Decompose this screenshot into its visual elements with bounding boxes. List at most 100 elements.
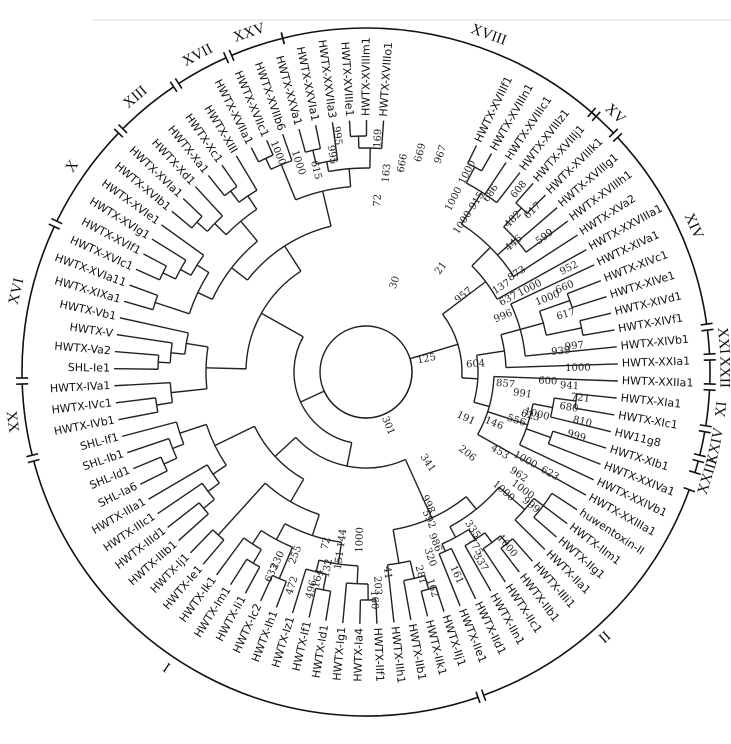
branch-line xyxy=(216,537,245,576)
branch-line xyxy=(465,496,477,510)
branch-line xyxy=(207,174,226,197)
branch-arc xyxy=(174,259,187,280)
branch-line xyxy=(322,574,327,590)
branch-line xyxy=(392,529,400,564)
branch-line xyxy=(275,523,286,540)
branch-line xyxy=(337,542,343,565)
branch-line xyxy=(493,375,618,382)
branch-line xyxy=(467,145,478,164)
bootstrap-value: 482 xyxy=(503,209,524,230)
branch-line xyxy=(265,158,272,170)
branch-line xyxy=(163,457,178,465)
clade-tick xyxy=(683,486,696,493)
branch-line xyxy=(520,322,544,331)
branch-line xyxy=(519,444,595,481)
branch-line xyxy=(473,401,490,408)
bootstrap-value: 1000 xyxy=(443,185,464,213)
bootstrap-values: 6086174825994469528736606379969572199760… xyxy=(263,126,593,610)
branch-line xyxy=(203,498,215,509)
branch-line xyxy=(582,329,615,336)
bootstrap-value: 857 xyxy=(495,378,515,391)
branch-line xyxy=(221,164,238,187)
bootstrap-value: 999 xyxy=(566,428,587,444)
clade-arc xyxy=(32,460,479,717)
branch-line xyxy=(298,128,307,153)
branch-line xyxy=(167,502,200,529)
branch-line xyxy=(312,150,317,165)
bootstrap-value: 72 xyxy=(320,536,334,551)
bootstrap-value: 21 xyxy=(433,260,449,277)
clade-tick xyxy=(700,322,713,326)
branch-line xyxy=(468,529,476,540)
branch-line xyxy=(409,343,459,360)
clade-tick xyxy=(26,452,39,458)
bootstrap-value: 952 xyxy=(558,259,580,277)
branch-line xyxy=(114,350,159,356)
branch-line xyxy=(140,470,168,485)
branch-line xyxy=(576,393,617,399)
clade-tick xyxy=(48,223,61,230)
branch-arc xyxy=(284,523,342,543)
branch-line xyxy=(172,443,184,450)
bootstrap-value: 669 xyxy=(413,142,428,163)
clade-tick xyxy=(693,452,706,458)
branch-arc xyxy=(205,346,209,389)
branch-line xyxy=(202,539,225,565)
branch-arc xyxy=(293,336,352,444)
bootstrap-value: 617 xyxy=(555,307,576,323)
leaf-label: HWTX-IIf1 xyxy=(371,627,386,682)
branch-line xyxy=(196,221,208,232)
branch-arc xyxy=(253,425,305,480)
branch-arc xyxy=(184,332,189,355)
branch-line xyxy=(180,268,192,276)
bootstrap-value: 810 xyxy=(572,414,593,429)
bootstrap-value: 600 xyxy=(538,376,558,388)
clade-tick xyxy=(688,470,701,476)
clade-label: XXI xyxy=(714,327,731,355)
branch-line xyxy=(235,155,258,191)
clade-arc xyxy=(21,226,55,379)
bootstrap-value: 191 xyxy=(455,409,477,427)
branch-line xyxy=(217,482,266,536)
branch-arc xyxy=(160,456,168,472)
branch-line xyxy=(567,279,602,295)
bootstrap-value: 30 xyxy=(388,275,402,291)
branch-line xyxy=(178,513,209,542)
branch-line xyxy=(261,312,304,338)
branch-line xyxy=(148,464,208,500)
branch-arc xyxy=(515,202,528,214)
bootstrap-value: 680 xyxy=(559,401,580,415)
branch-line xyxy=(143,253,167,267)
branch-line xyxy=(476,350,505,356)
branch-arc xyxy=(190,254,205,276)
clade-label: II xyxy=(596,628,614,647)
branch-line xyxy=(284,245,302,272)
leaf-label: HWTX-XIa1 xyxy=(620,391,682,410)
bootstrap-value: 995 xyxy=(325,144,339,165)
branch-line xyxy=(157,482,203,515)
bootstrap-value: 967 xyxy=(433,144,450,166)
branch-line xyxy=(484,532,493,543)
branch-line xyxy=(275,581,288,608)
bootstrap-value: 599 xyxy=(534,227,556,247)
clade-tick xyxy=(480,689,487,702)
branch-line xyxy=(207,482,220,493)
branch-line xyxy=(420,590,429,617)
bootstrap-value: 939 xyxy=(551,345,571,358)
branch-line xyxy=(514,519,546,551)
bootstrap-value: 1000 xyxy=(354,527,366,553)
clade-arc xyxy=(694,460,700,473)
branch-arc xyxy=(315,159,338,165)
branch-line xyxy=(171,388,207,394)
branch-line xyxy=(190,529,214,554)
branch-line xyxy=(156,401,173,406)
branch-line xyxy=(477,433,587,496)
branch-line xyxy=(194,186,223,217)
bootstrap-value: 995 xyxy=(330,126,343,146)
clade-tick xyxy=(117,123,128,134)
branch-arc xyxy=(169,342,173,363)
branch-line xyxy=(161,224,205,256)
branch-arc xyxy=(323,358,413,419)
branch-line xyxy=(356,565,359,584)
